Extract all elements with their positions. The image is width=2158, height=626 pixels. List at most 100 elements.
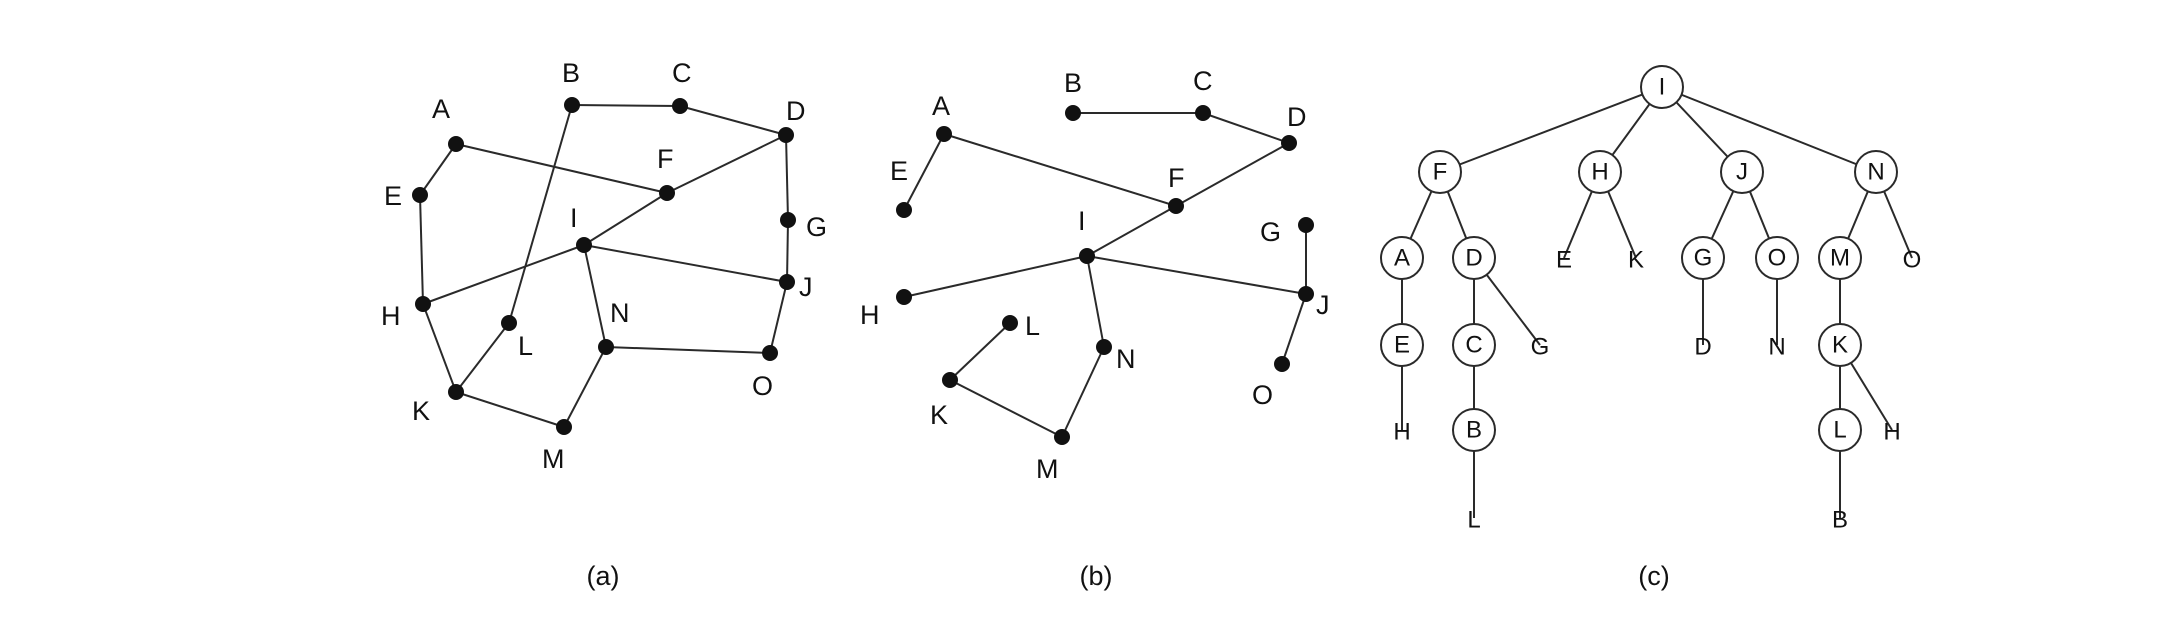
edge-b-A-F — [943, 133, 1177, 207]
tree-node-circle-M — [1818, 236, 1862, 280]
graph-b-nodes — [896, 105, 1314, 445]
tree-node-circle-K — [1818, 323, 1862, 367]
node-a-A — [448, 136, 464, 152]
label-b-N: N — [1116, 344, 1136, 374]
tree-label-E-leaf: E — [1556, 247, 1572, 274]
node-b-M — [1054, 429, 1070, 445]
tree-node-circle-G — [1681, 236, 1725, 280]
graph-a: A B C D E F G H I J K L M N O (a) — [381, 58, 827, 591]
tree-label-I: I — [1659, 74, 1666, 101]
tree-label-M: M — [1830, 245, 1850, 272]
tree-node-circle-C — [1452, 323, 1496, 367]
edge-b-I-N — [1086, 255, 1105, 348]
edge-b-D-F — [1175, 142, 1290, 207]
label-a-L: L — [518, 331, 533, 361]
tree-c-nodes: I F H J N A D E K G O M O E — [1380, 65, 1922, 534]
tree-c-edges — [1401, 86, 1913, 518]
node-b-K — [942, 372, 958, 388]
label-b-F: F — [1168, 163, 1185, 193]
caption-a: (a) — [587, 561, 620, 591]
node-b-O — [1274, 356, 1290, 372]
tree-node-circle-J — [1720, 150, 1764, 194]
edge-b-J-O — [1281, 293, 1307, 365]
tree-node-circle-B — [1452, 408, 1496, 452]
node-a-J — [779, 274, 795, 290]
edge-a-E-H — [419, 194, 424, 305]
tree-label-B-leaf: B — [1832, 507, 1848, 534]
tree-node-circle-H — [1578, 150, 1622, 194]
node-a-N — [598, 339, 614, 355]
tree-label-L: L — [1833, 417, 1846, 444]
tree-label-O-leaf: O — [1903, 247, 1922, 274]
node-b-N — [1096, 339, 1112, 355]
tree-label-K-leaf: K — [1628, 247, 1644, 274]
node-a-H — [415, 296, 431, 312]
tree-label-D: D — [1465, 245, 1482, 272]
node-a-D — [778, 127, 794, 143]
label-b-K: K — [930, 400, 948, 430]
label-b-A: A — [932, 91, 950, 121]
label-b-H: H — [860, 300, 880, 330]
caption-b: (b) — [1080, 561, 1113, 591]
tree-edge-I-N — [1661, 86, 1877, 173]
edge-b-F-I — [1086, 205, 1177, 257]
node-a-F — [659, 185, 675, 201]
tree-label-A: A — [1394, 245, 1410, 272]
label-b-D: D — [1287, 102, 1307, 132]
node-b-D — [1281, 135, 1297, 151]
graph-b-edges — [903, 112, 1307, 438]
tree-label-E: E — [1394, 332, 1410, 359]
label-b-M: M — [1036, 454, 1059, 484]
node-b-J — [1298, 286, 1314, 302]
label-a-D: D — [786, 96, 806, 126]
tree-node-circle-E — [1380, 323, 1424, 367]
tree-node-circle-I — [1640, 65, 1684, 109]
node-a-M — [556, 419, 572, 435]
tree-label-F: F — [1433, 159, 1448, 186]
label-b-J: J — [1316, 290, 1330, 320]
edge-a-A-E — [419, 143, 457, 196]
edge-a-D-F — [666, 134, 787, 194]
label-b-O: O — [1252, 380, 1273, 410]
edge-a-D-G — [785, 134, 789, 221]
tree-label-O: O — [1768, 245, 1787, 272]
tree-label-L-leaf: L — [1467, 507, 1480, 534]
node-b-H — [896, 289, 912, 305]
label-a-C: C — [672, 58, 692, 88]
graph-b-labels: A B C D E F G H I J K L M N O — [860, 66, 1330, 484]
tree-label-B: B — [1466, 417, 1482, 444]
edge-a-B-L — [508, 104, 573, 324]
node-a-E — [412, 187, 428, 203]
label-a-G: G — [806, 212, 827, 242]
label-a-N: N — [610, 298, 630, 328]
edge-b-L-K — [949, 322, 1011, 381]
node-a-L — [501, 315, 517, 331]
edge-b-I-J — [1086, 255, 1307, 295]
tree-label-G: G — [1694, 245, 1713, 272]
label-a-J: J — [799, 272, 813, 302]
label-a-O: O — [752, 371, 773, 401]
tree-label-H: H — [1591, 159, 1608, 186]
edge-a-I-J — [583, 244, 788, 283]
graph-b: A B C D E F G H I J K L M N O (b) — [860, 66, 1330, 591]
tree-label-C: C — [1465, 332, 1482, 359]
node-b-B — [1065, 105, 1081, 121]
tree-node-circle-N — [1854, 150, 1898, 194]
tree-label-D-leaf: D — [1694, 334, 1711, 361]
node-a-I — [576, 237, 592, 253]
label-b-L: L — [1025, 311, 1040, 341]
edge-a-A-F — [455, 143, 668, 194]
label-a-B: B — [562, 58, 580, 88]
node-b-I — [1079, 248, 1095, 264]
node-b-C — [1195, 105, 1211, 121]
label-b-I: I — [1078, 206, 1086, 236]
label-a-K: K — [412, 396, 430, 426]
graph-a-nodes — [412, 97, 796, 435]
node-b-A — [936, 126, 952, 142]
caption-c: (c) — [1638, 561, 1669, 591]
tree-label-G-leaf: G — [1531, 334, 1550, 361]
node-a-B — [564, 97, 580, 113]
tree-label-K: K — [1832, 332, 1848, 359]
label-b-B: B — [1064, 68, 1082, 98]
label-a-I: I — [570, 203, 578, 233]
